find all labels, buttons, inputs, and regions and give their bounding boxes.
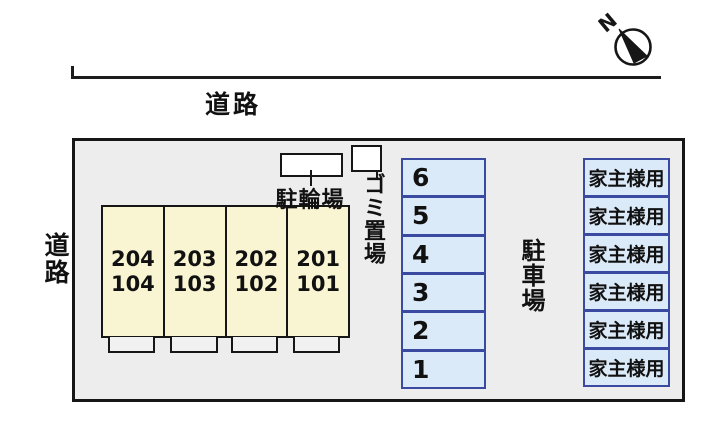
unit-lower-number: 102	[234, 271, 279, 296]
garbage-area-leader-line	[376, 172, 378, 180]
bicycle-parking-label: 駐輪場	[275, 188, 345, 213]
unit-lower-number: 101	[296, 271, 341, 296]
road-label-left: 道路	[41, 232, 70, 286]
owner-stall-column: 家主様用 家主様用 家主様用 家主様用 家主様用 家主様用	[583, 158, 670, 387]
owner-stall: 家主様用	[583, 348, 670, 387]
unit-lower-number: 104	[110, 271, 155, 296]
porch	[231, 337, 278, 353]
owner-stall: 家主様用	[583, 272, 670, 311]
bicycle-parking-leader-line	[310, 170, 312, 186]
north-compass-icon: N	[598, 10, 652, 66]
unit-204-104: 204 104	[101, 205, 165, 338]
porch	[170, 337, 218, 353]
parking-stall-5: 5	[401, 196, 486, 236]
garbage-area-label: ゴミ置場	[360, 173, 385, 265]
owner-stall: 家主様用	[583, 310, 670, 349]
parking-stall-6: 6	[401, 158, 486, 198]
apartment-building: 204 104 203 103 202 102 201 101	[101, 205, 350, 338]
owner-stall: 家主様用	[583, 234, 670, 273]
unit-lower-number: 103	[172, 271, 217, 296]
road-label-top: 道路	[204, 90, 261, 119]
parking-stall-4: 4	[401, 234, 486, 274]
unit-202-102: 202 102	[224, 205, 289, 338]
parking-stall-column: 6 5 4 3 2 1	[401, 158, 486, 389]
site-boundary: 204 104 203 103 202 102 201 101 駐輪場	[72, 138, 685, 402]
parking-stall-2: 2	[401, 311, 486, 351]
road-boundary-tick	[71, 66, 74, 79]
unit-upper-number: 203	[172, 246, 217, 271]
unit-201-101: 201 101	[286, 205, 350, 338]
unit-upper-number: 204	[110, 246, 155, 271]
parking-stall-3: 3	[401, 272, 486, 313]
unit-203-103: 203 103	[162, 205, 227, 338]
porch	[293, 337, 340, 353]
road-line	[71, 76, 661, 79]
owner-stall: 家主様用	[583, 196, 670, 235]
porch	[108, 337, 155, 353]
unit-upper-number: 201	[296, 246, 341, 271]
unit-upper-number: 202	[234, 246, 279, 271]
parking-stall-1: 1	[401, 349, 486, 389]
parking-lot-label: 駐車場	[517, 238, 545, 313]
owner-stall: 家主様用	[583, 158, 670, 197]
garbage-area-box	[351, 145, 382, 172]
compass-north-label: N	[598, 10, 622, 37]
